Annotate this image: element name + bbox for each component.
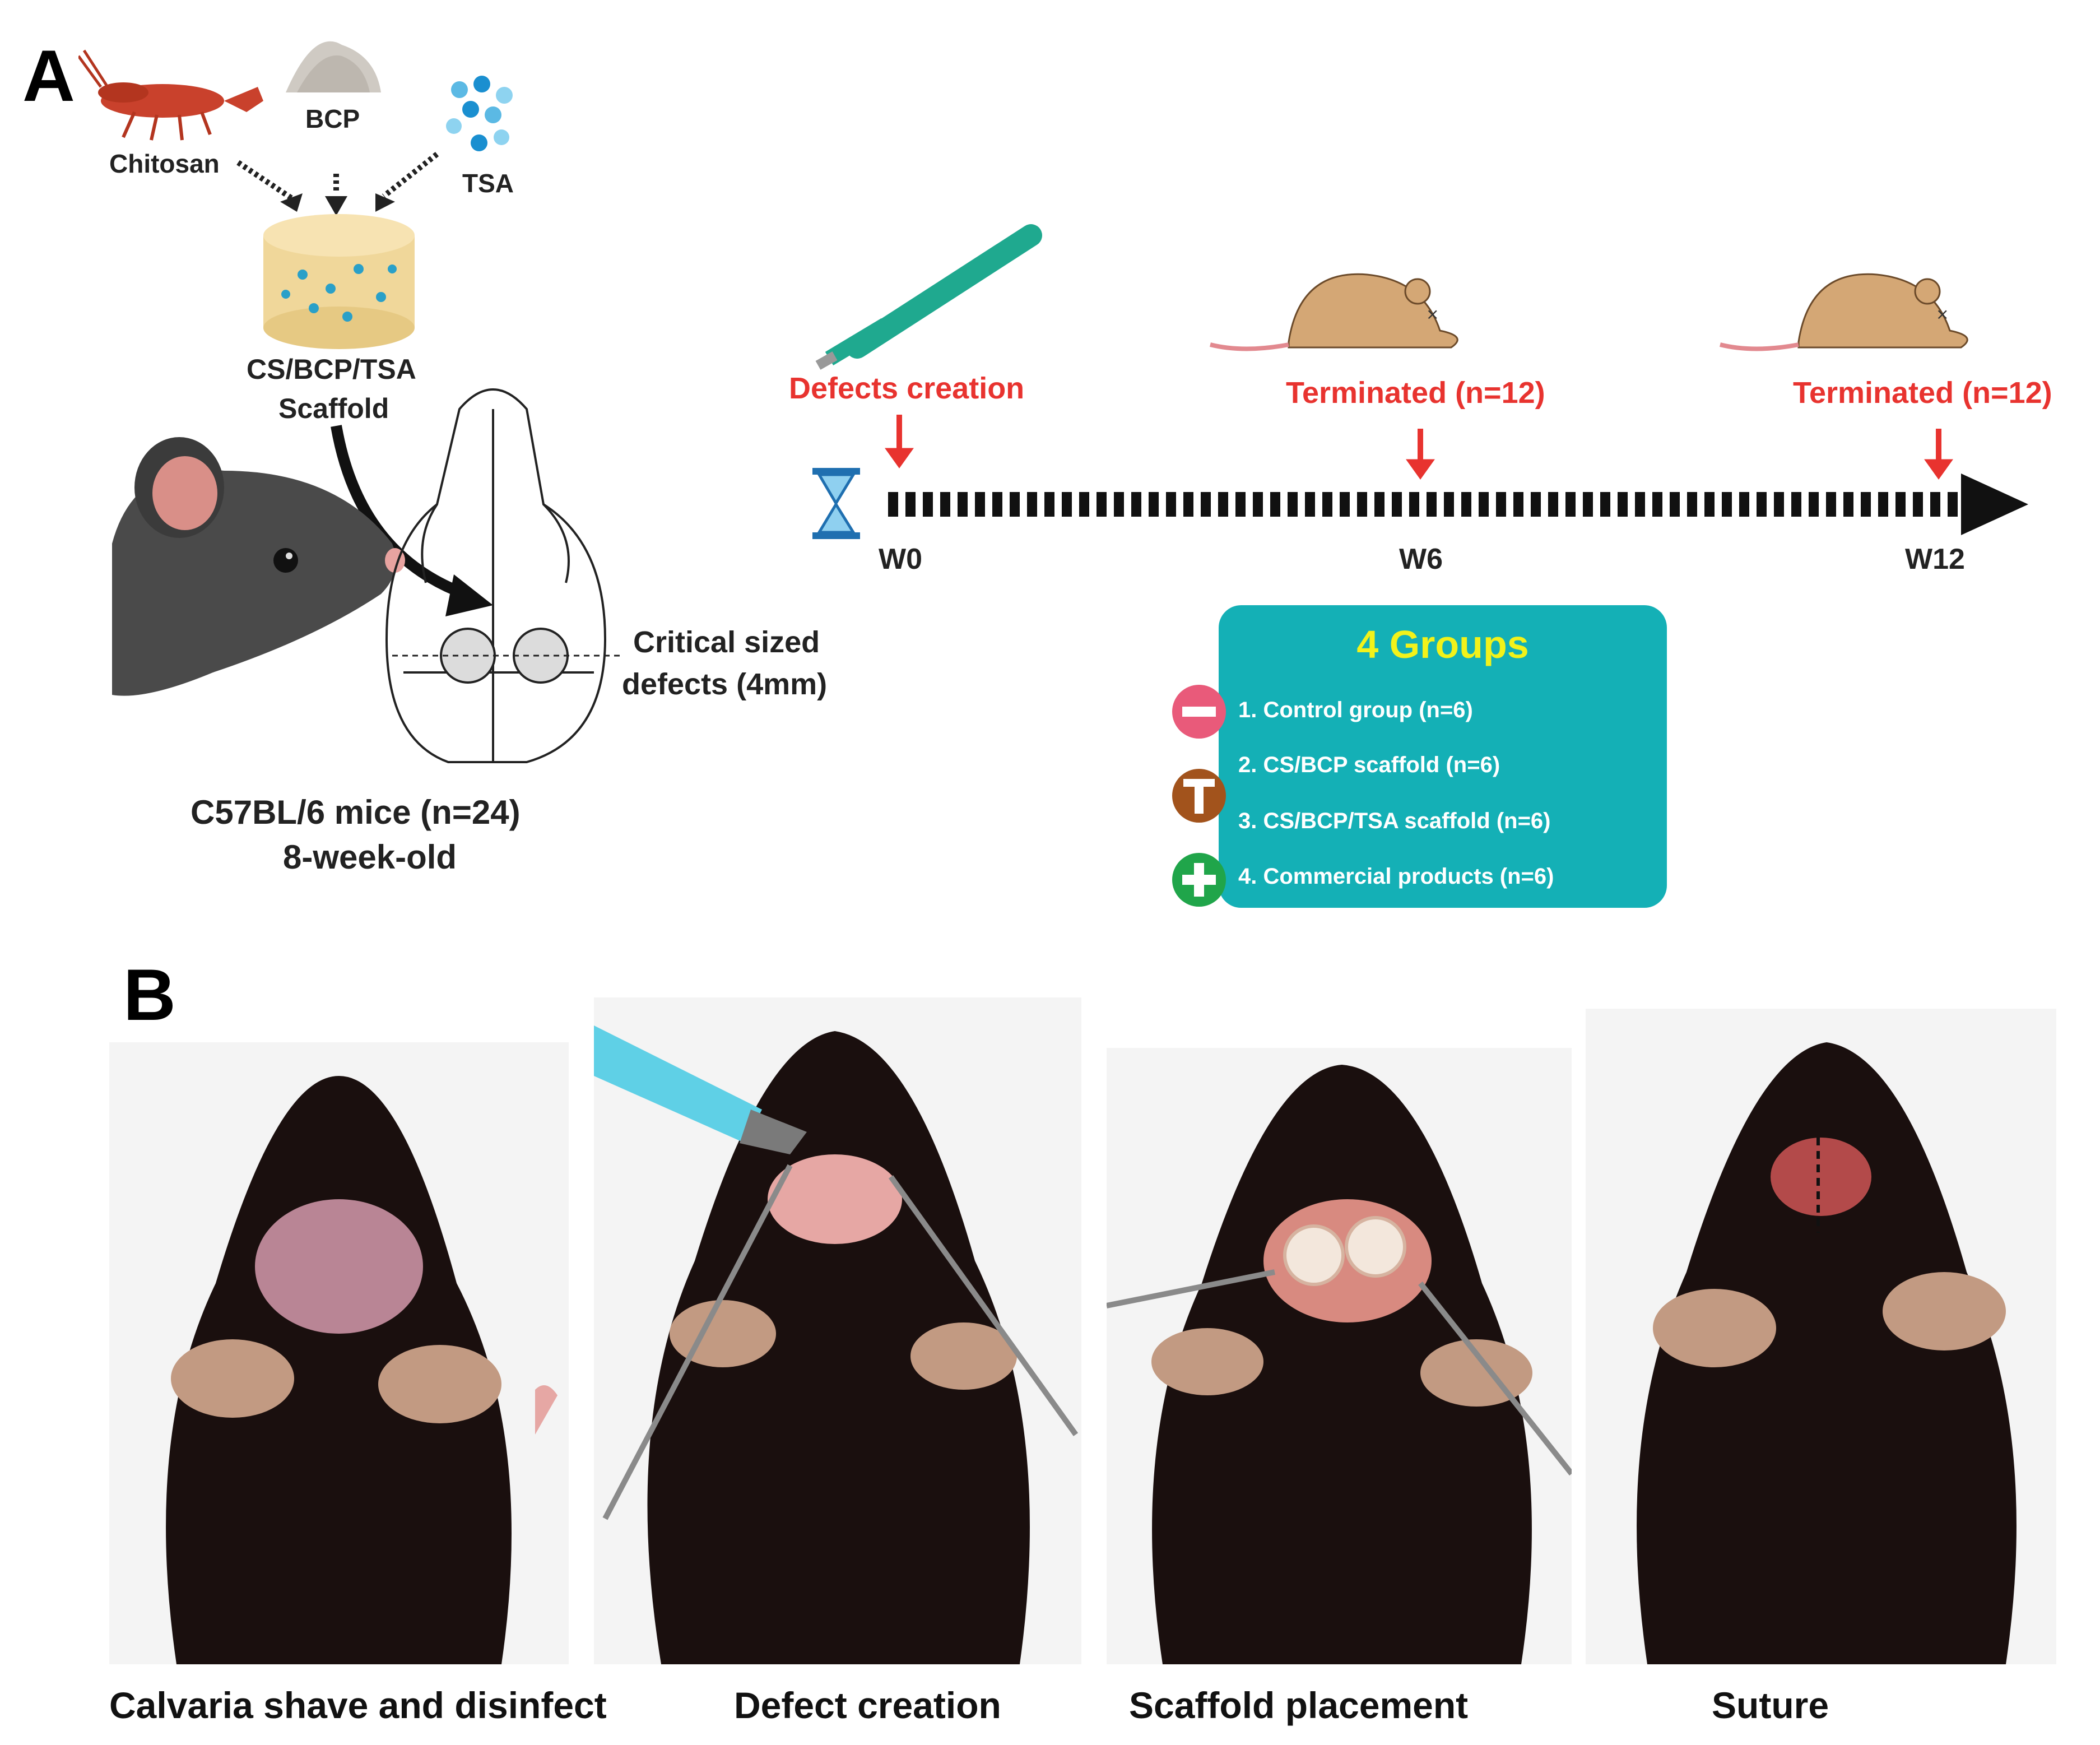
terminated-w6-label: Terminated (n=12) [1286,376,1545,410]
panel-a-letter: A [22,35,75,117]
scaffold-label-line1: CS/BCP/TSA [247,354,416,385]
hourglass-icon [812,468,860,539]
week-12-label: W12 [1905,543,1965,576]
mice-label-line1: C57BL/6 mice (n=24) [191,793,521,831]
terminated-w12-label: Terminated (n=12) [1793,376,2052,410]
svg-text:×: × [1426,305,1439,323]
defect-label-line2: defects (4mm) [622,667,828,701]
mouse-head-icon [112,437,405,696]
defects-creation-label: Defects creation [789,372,1025,405]
photo-shave-disinfect [109,1042,569,1664]
scaffold-icon [263,214,415,349]
caption-defect-creation: Defect creation [734,1684,1001,1726]
mice-label-line2: 8-week-old [283,838,457,876]
t-badge-icon [1172,769,1226,823]
tsa-molecules-icon [446,76,513,151]
trephine-icon [815,224,1042,370]
photo-suture [1586,1009,2056,1664]
caption-shave-disinfect: Calvaria shave and disinfect [109,1684,607,1726]
timepoint-arrows [885,415,1953,480]
bcp-powder-icon [286,41,381,92]
mouse-skull-illustration [112,388,622,763]
terminated-mouse-icon-w6: × [1210,273,1458,351]
materials-illustration [78,41,513,349]
panel-b-letter: B [123,954,176,1036]
caption-scaffold-placement: Scaffold placement [1129,1684,1469,1726]
material-arrows [236,152,439,205]
group-badges [1172,685,1226,907]
terminated-mouse-icon-w12: × [1720,273,1968,351]
caption-suture: Suture [1712,1684,1829,1726]
plus-badge-icon [1172,853,1226,907]
bcp-label: BCP [305,104,360,133]
photo-scaffold-placement [1107,1048,1572,1664]
tsa-label: TSA [462,169,514,198]
defect-label-line1: Critical sized [633,625,820,659]
chitosan-label: Chitosan [109,149,220,178]
photo-defect-creation [594,997,1081,1664]
scaffold-label-line2: Scaffold [278,393,389,424]
groups-title: 4 Groups [1356,623,1529,666]
crayfish-icon [78,49,263,141]
week-6-label: W6 [1399,543,1443,576]
group-item-4: 4. Commercial products (n=6) [1238,864,1554,889]
group-item-2: 2. CS/BCP scaffold (n=6) [1238,753,1500,777]
critical-defects-icon [392,628,622,684]
week-0-label: W0 [879,543,922,576]
group-item-1: 1. Control group (n=6) [1238,698,1473,722]
timeline-graphics: × × [812,224,2028,539]
svg-text:×: × [1936,305,1949,323]
timeline-arrowhead [1961,474,2028,535]
groups-box: 4 Groups 1. Control group (n=6) 2. CS/BC… [1219,605,1667,908]
group-item-3: 3. CS/BCP/TSA scaffold (n=6) [1238,809,1551,833]
minus-badge-icon [1172,685,1226,739]
